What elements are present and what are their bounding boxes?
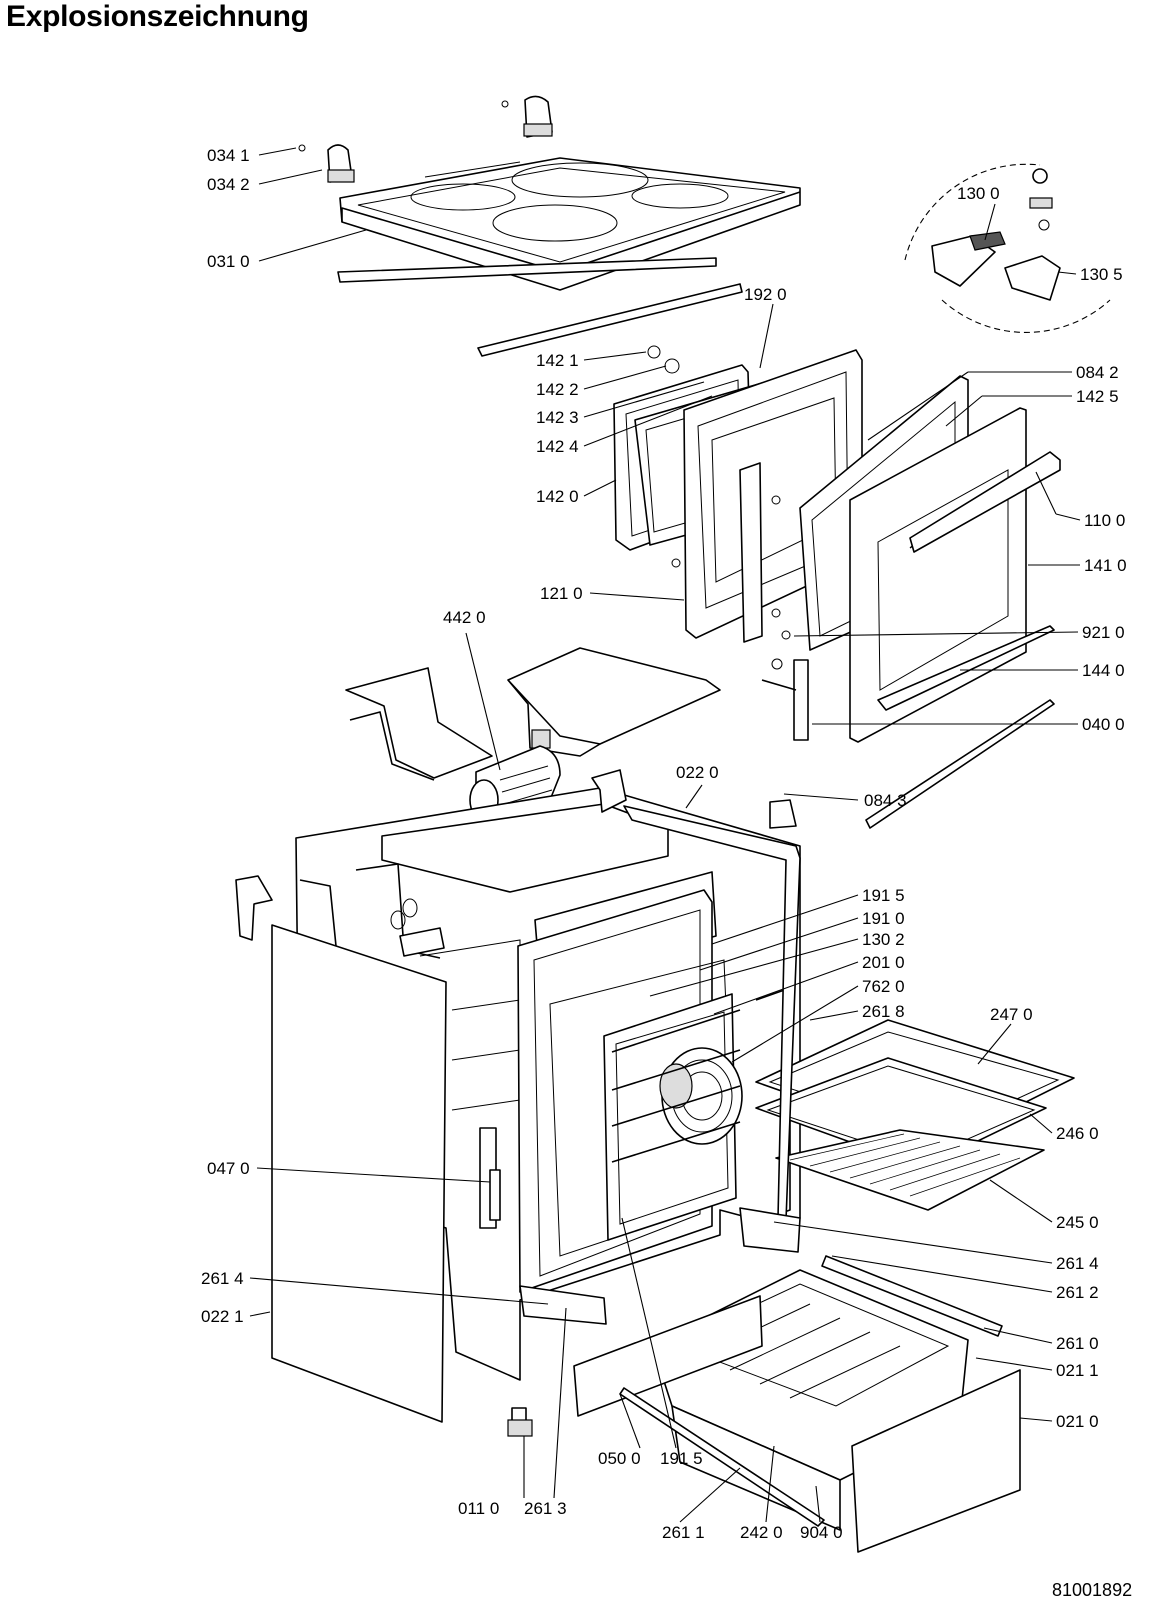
- callout-130-0: 130 0: [957, 184, 1000, 203]
- callout-261-2: 261 2: [1056, 1283, 1099, 1302]
- brackets: [235, 769, 797, 957]
- callout-031-0: 031 0: [207, 252, 250, 271]
- callout-labels: 034 1 034 2 031 0 130 0 130 5 192 0 142 …: [201, 146, 1127, 1542]
- callout-261-1: 261 1: [662, 1523, 705, 1542]
- callout-261-8: 261 8: [862, 1002, 905, 1021]
- callout-121-0: 121 0: [540, 584, 583, 603]
- callout-142-2: 142 2: [536, 380, 579, 399]
- callout-191-5-top: 191 5: [862, 886, 905, 905]
- callout-047-0: 047 0: [207, 1159, 250, 1178]
- storage-drawer: [519, 1207, 1021, 1553]
- callout-762-0: 762 0: [862, 977, 905, 996]
- switch-detail: [904, 163, 1111, 333]
- callout-201-0: 201 0: [862, 953, 905, 972]
- callout-142-5: 142 5: [1076, 387, 1119, 406]
- callout-021-0: 021 0: [1056, 1412, 1099, 1431]
- callout-130-5: 130 5: [1080, 265, 1123, 284]
- page-title: Explosionszeichnung: [6, 0, 309, 33]
- callout-921-0: 921 0: [1082, 623, 1125, 642]
- cooktop-hinges: [298, 95, 553, 183]
- leader-lines: [249, 147, 1081, 1523]
- callout-261-3: 261 3: [524, 1499, 567, 1518]
- callout-021-1: 021 1: [1056, 1361, 1099, 1380]
- callout-142-3: 142 3: [536, 408, 579, 427]
- callout-084-2: 084 2: [1076, 363, 1119, 382]
- callout-261-0: 261 0: [1056, 1334, 1099, 1353]
- oven-door: [799, 375, 1061, 829]
- callout-242-0: 242 0: [740, 1523, 783, 1542]
- side-panels: [271, 805, 801, 1423]
- callout-247-0: 247 0: [990, 1005, 1033, 1024]
- adjustable-foot: [507, 1407, 533, 1437]
- callout-130-2: 130 2: [862, 930, 905, 949]
- callout-050-0: 050 0: [598, 1449, 641, 1468]
- callout-191-5-bottom: 191 5: [660, 1449, 703, 1468]
- callout-142-4: 142 4: [536, 437, 579, 456]
- callout-261-4-left: 261 4: [201, 1269, 244, 1288]
- callout-022-1: 022 1: [201, 1307, 244, 1326]
- callout-191-0: 191 0: [862, 909, 905, 928]
- callout-904-0: 904 0: [800, 1523, 843, 1542]
- callout-142-1: 142 1: [536, 351, 579, 370]
- callout-144-0: 144 0: [1082, 661, 1125, 680]
- fan-grille: [659, 1047, 743, 1145]
- callout-261-4-right: 261 4: [1056, 1254, 1099, 1273]
- callout-245-0: 245 0: [1056, 1213, 1099, 1232]
- document-number: 81001892: [1052, 1580, 1133, 1600]
- callout-442-0: 442 0: [443, 608, 486, 627]
- cooktop-rails: [337, 257, 743, 357]
- callout-084-3: 084 3: [864, 791, 907, 810]
- callout-034-2: 034 2: [207, 175, 250, 194]
- callout-011-0: 011 0: [458, 1499, 499, 1518]
- callout-110-0: 110 0: [1084, 511, 1125, 530]
- callout-040-0: 040 0: [1082, 715, 1125, 734]
- callout-246-0: 246 0: [1056, 1124, 1099, 1143]
- callout-142-0: 142 0: [536, 487, 579, 506]
- cooktop-part: [339, 157, 801, 291]
- callout-192-0: 192 0: [744, 285, 787, 304]
- callout-034-1: 034 1: [207, 146, 250, 165]
- fan-and-ducts: [345, 647, 721, 821]
- callout-141-0: 141 0: [1084, 556, 1127, 575]
- callout-022-0: 022 0: [676, 763, 719, 782]
- door-hinge: [761, 630, 809, 741]
- baking-trays: [755, 1019, 1075, 1211]
